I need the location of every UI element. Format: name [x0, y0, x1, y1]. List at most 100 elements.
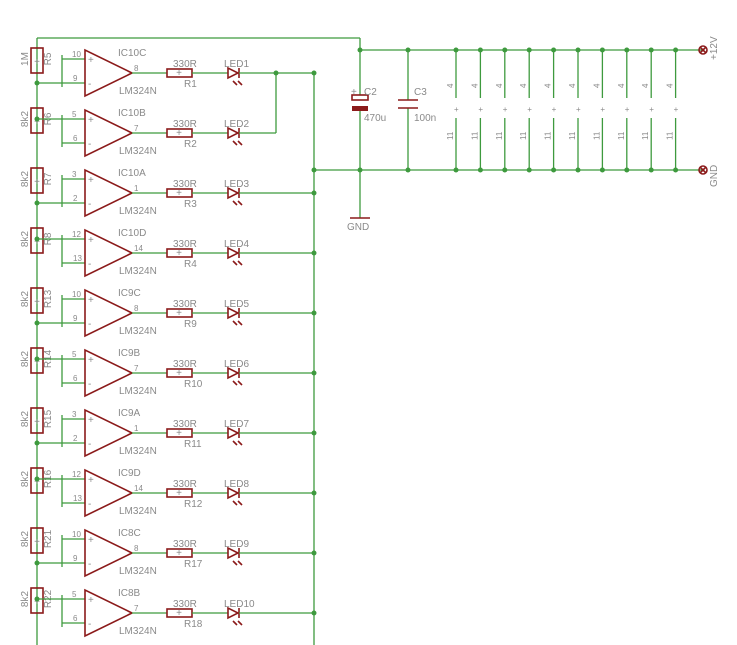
pin-plus-number: 5: [72, 590, 77, 599]
opamp-minus-sign: -: [88, 499, 91, 510]
pin-top-number: 4: [568, 83, 577, 88]
pin-plus-number: 5: [72, 350, 77, 359]
power-pin-column-3: 4+11: [495, 50, 508, 170]
resistor-value: 330R: [173, 119, 197, 130]
led-name: LED6: [224, 359, 249, 370]
opamp-name: IC8B: [118, 588, 141, 599]
led-name: LED10: [224, 599, 255, 610]
opamp-plus-sign: +: [88, 295, 94, 306]
pin-minus-number: 9: [73, 74, 78, 83]
pin-minus-number: 13: [73, 254, 82, 263]
junction-dot: [311, 610, 317, 616]
junction-dot: [34, 356, 40, 362]
pin-out-number: 7: [134, 124, 139, 133]
pin-top-number: 4: [617, 83, 626, 88]
divider-resistor-R8: [30, 227, 44, 254]
divider-name-label: R13: [43, 289, 54, 308]
junction-dot: [624, 167, 630, 173]
opamp-minus-sign: -: [88, 559, 91, 570]
pin-top-number: 4: [446, 83, 455, 88]
divider-value-label: 8k2: [20, 531, 31, 548]
pin-out-number: 7: [134, 364, 139, 373]
opamp-type: LM324N: [119, 326, 157, 337]
pin-bottom-number: 11: [592, 131, 601, 140]
divider-resistor-R15: [30, 407, 44, 434]
pin-minus-number: 9: [73, 314, 78, 323]
led-LED4: [227, 246, 240, 260]
junction-dot: [673, 47, 679, 53]
divider-value-label: 8k2: [20, 471, 31, 488]
led-LED8: [227, 486, 240, 500]
junction-dot: [311, 250, 317, 256]
pin-plus-mark: +: [625, 105, 630, 114]
divider-plus-mark: +: [34, 177, 40, 188]
opamp-name: IC10C: [118, 48, 146, 59]
junction-dot: [34, 320, 40, 326]
pin-top-number: 4: [544, 83, 553, 88]
resistor-value: 330R: [173, 179, 197, 190]
pin-plus-mark: +: [478, 105, 483, 114]
junction-dot: [311, 190, 317, 196]
junction-dot: [311, 370, 317, 376]
pin-top-number: 4: [592, 83, 601, 88]
power-pin-column-2: 4+11: [470, 50, 483, 170]
supply-label: +12V: [709, 36, 720, 60]
resistor-plus-mark: +: [176, 428, 182, 439]
pin-plus-number: 12: [72, 470, 81, 479]
resistor-name: R10: [184, 379, 203, 390]
pin-minus-number: 9: [73, 554, 78, 563]
junction-dot: [34, 80, 40, 86]
opamp-IC10D: [84, 228, 134, 278]
led-LED9: [227, 546, 240, 560]
led-name: LED5: [224, 299, 249, 310]
resistor-plus-mark: +: [176, 488, 182, 499]
pin-bottom-number: 11: [446, 131, 455, 140]
junction-dot: [526, 47, 532, 53]
divider-plus-mark: +: [34, 357, 40, 368]
led-name: LED8: [224, 479, 249, 490]
divider-plus-mark: +: [34, 117, 40, 128]
divider-value-label: 8k2: [20, 231, 31, 248]
divider-name-label: R5: [43, 52, 54, 65]
opamp-name: IC9C: [118, 288, 141, 299]
pin-out-number: 8: [134, 64, 139, 73]
pin-out-number: 14: [134, 484, 143, 493]
divider-resistor-R16: [30, 467, 44, 494]
pin-top-number: 4: [495, 83, 504, 88]
divider-name-label: R7: [43, 172, 54, 185]
led-LED7: [227, 426, 240, 440]
pin-out-number: 1: [134, 424, 139, 433]
divider-plus-mark: +: [34, 237, 40, 248]
opamp-plus-sign: +: [88, 175, 94, 186]
junction-dot: [551, 47, 557, 53]
junction-dot: [357, 167, 363, 173]
junction-dot: [526, 167, 532, 173]
pin-plus-number: 10: [72, 530, 81, 539]
pin-out-number: 1: [134, 184, 139, 193]
opamp-name: IC10B: [118, 108, 146, 119]
resistor-value: 330R: [173, 419, 197, 430]
junction-dot: [453, 167, 459, 173]
divider-name-label: R21: [43, 529, 54, 548]
opamp-plus-sign: +: [88, 535, 94, 546]
junction-dot: [34, 560, 40, 566]
pin-minus-number: 2: [73, 194, 78, 203]
led-name: LED2: [224, 119, 249, 130]
c3-value: 100n: [414, 113, 436, 124]
pin-plus-mark: +: [600, 105, 605, 114]
pin-top-number: 4: [666, 83, 675, 88]
pin-out-number: 14: [134, 244, 143, 253]
resistor-value: 330R: [173, 479, 197, 490]
opamp-name: IC9D: [118, 468, 141, 479]
junction-dot: [311, 167, 317, 173]
wire-junctions: [34, 47, 679, 616]
divider-plus-mark: +: [34, 57, 40, 68]
pin-plus-number: 12: [72, 230, 81, 239]
pin-top-number: 4: [519, 83, 528, 88]
opamp-plus-sign: +: [88, 355, 94, 366]
